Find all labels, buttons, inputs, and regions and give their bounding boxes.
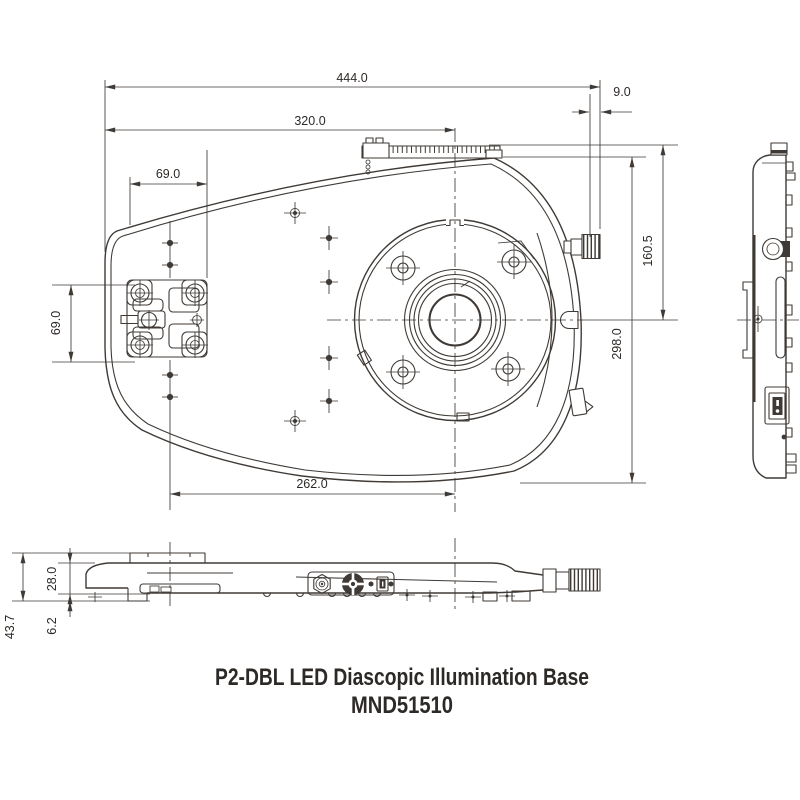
plan-centerlines	[169, 128, 583, 512]
plan-view	[104, 128, 601, 512]
front-cross-markers	[88, 589, 515, 603]
drawing-title: P2-DBL LED Diascopic Illumination Base	[215, 664, 589, 691]
stage-screw-br	[491, 352, 525, 386]
panel-switch	[376, 576, 389, 592]
dimensions: 444.0 320.0 9.0 69.0 69.0 160.5 298.0	[3, 71, 678, 639]
dim-label-overall-depth: 298.0	[610, 328, 624, 359]
dim-top-to-stage-center: 160.5	[641, 145, 666, 320]
power-connector	[342, 573, 364, 595]
stage-ruler	[361, 137, 503, 175]
dim-label-overall-width: 444.0	[336, 71, 367, 85]
dim-label-foot-height: 6.2	[45, 617, 59, 634]
side-indicator-dot	[781, 434, 787, 440]
dim-label-top-to-stage-center: 160.5	[641, 235, 655, 266]
connector-panel	[307, 571, 395, 596]
plate-clamp-screw	[120, 310, 204, 330]
dim-label-knob-protrusion: 9.0	[613, 85, 630, 99]
edge-latch	[568, 387, 594, 417]
dim-plate-to-stage-center: 262.0	[170, 477, 455, 497]
panel-dot-right	[388, 581, 394, 587]
drawing-model-number: MND51510	[351, 692, 453, 719]
rim-tab-bottom	[456, 412, 470, 422]
plate-screw-tr	[182, 280, 208, 306]
side-top-cap	[770, 142, 788, 156]
stage-screw-bl	[386, 355, 420, 389]
plate-screw-bl	[127, 332, 153, 358]
mounting-plate	[120, 279, 208, 358]
front-top-tab	[129, 552, 206, 563]
panel-dot-left	[368, 581, 374, 587]
side-view	[737, 142, 799, 479]
side-slot	[775, 276, 786, 359]
dim-label-base-height: 28.0	[45, 567, 59, 591]
dim-label-overall-height: 43.7	[3, 615, 17, 639]
stage-pointer	[560, 310, 579, 330]
dim-overall-depth: 298.0	[610, 157, 635, 483]
alignment-markers	[162, 202, 338, 432]
base-outline-inner	[110, 163, 575, 476]
dc-jack	[313, 573, 331, 594]
dim-label-plate-to-stage-center: 262.0	[296, 477, 327, 491]
stage-screw-tl	[386, 251, 420, 285]
dim-knob-protrusion: 9.0	[572, 85, 632, 115]
dim-label-left-to-stage-center: 320.0	[294, 114, 325, 128]
plate-screw-br	[182, 332, 208, 358]
dim-label-plate-height: 69.0	[49, 311, 63, 335]
dim-overall-width: 444.0	[105, 71, 600, 90]
dim-label-plate-width: 69.0	[156, 167, 180, 181]
stage-screw-tr	[497, 240, 535, 279]
side-right-tabs	[785, 161, 797, 474]
dim-foot-height: 6.2	[45, 594, 73, 635]
base-outline-outer	[104, 157, 582, 483]
front-recess	[139, 583, 221, 594]
rim-tab-left	[356, 349, 373, 366]
dim-plate-height: 69.0	[49, 285, 74, 362]
dim-overall-height: 43.7	[3, 553, 26, 639]
dim-plate-width: 69.0	[130, 167, 207, 187]
side-power-switch	[764, 386, 790, 425]
plate-screw-tl	[127, 280, 153, 306]
front-left-foot	[127, 588, 148, 602]
plan-thumb-knob	[563, 233, 601, 260]
side-knob	[761, 237, 790, 261]
side-outline	[752, 154, 787, 479]
dim-left-to-stage-center: 320.0	[105, 114, 455, 133]
side-center-mark	[737, 306, 799, 332]
front-focus-knob	[542, 568, 601, 593]
title-block: P2-DBL LED Diascopic Illumination Base M…	[215, 664, 589, 719]
dim-base-height: 28.0	[45, 548, 73, 609]
front-view	[85, 538, 601, 612]
